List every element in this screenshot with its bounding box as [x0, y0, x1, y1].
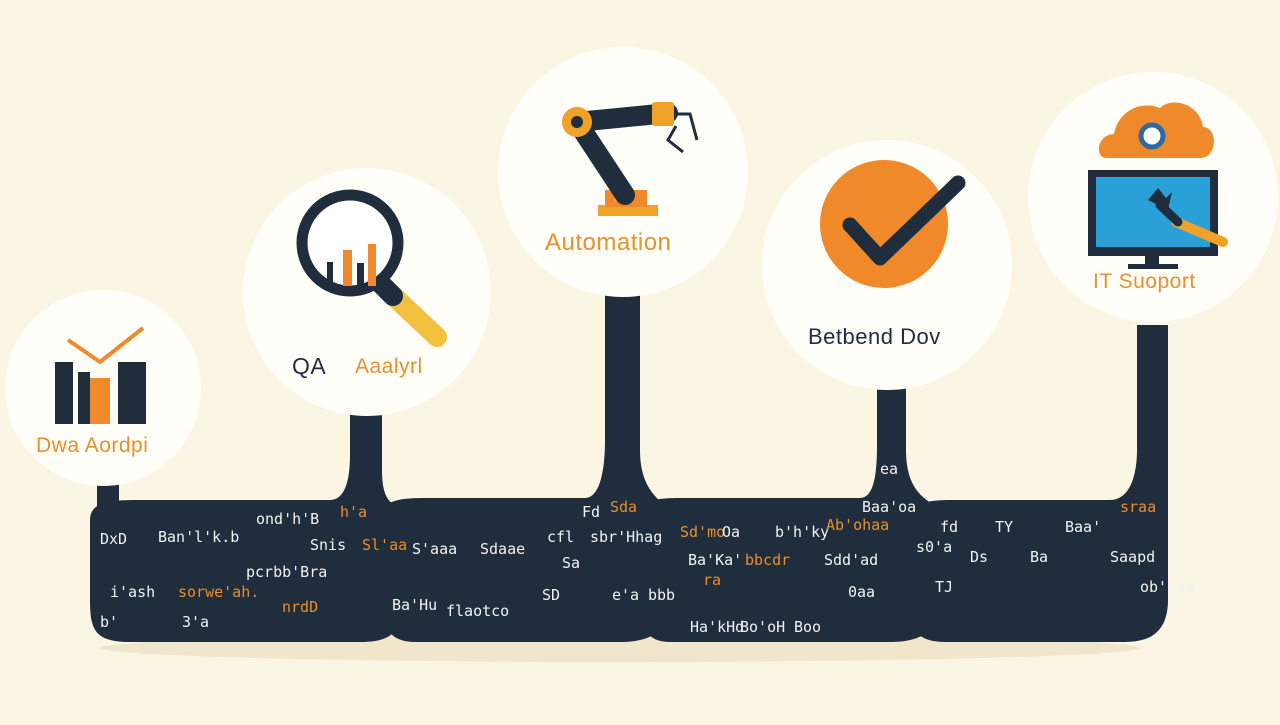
pipeline-glyph: i'ash [110, 583, 156, 601]
card-label-it-support: IT Suoport [1093, 270, 1196, 293]
pipeline-glyph: 0aa [848, 583, 876, 601]
bar-chart-trend-icon [55, 326, 146, 424]
pipeline-glyph: s0'a [916, 538, 953, 556]
checkmark-icon [820, 160, 966, 288]
pipeline [90, 292, 1168, 642]
card-label-qa-analyst: Aaalyrl [355, 355, 423, 378]
card-circle-automation [498, 47, 748, 297]
card-label-qa-analyst-prefix: QA [292, 353, 327, 379]
monitor-wrench-cloud-icon [1088, 102, 1228, 269]
pipeline-glyph: sbr'Hhag [590, 528, 663, 546]
pipeline-glyph: e'a [612, 586, 640, 604]
pipeline-glyph: Ba'Ka' [688, 551, 743, 569]
pipeline-glyph: flaotco [446, 602, 510, 620]
pipeline-glyph: b'h'ky [775, 523, 830, 541]
pipeline-glyph: Ha'kHd [690, 618, 745, 636]
pipeline-glyph: TJ [935, 578, 954, 596]
robotic-arm-icon [562, 102, 699, 216]
pipeline-glyph: b' [100, 613, 119, 631]
pipeline-glyph: Fd [582, 503, 601, 521]
pipeline-glyph: Ba'Hu [392, 596, 438, 614]
pipeline-glyph: Sdd'ad [824, 551, 879, 569]
magnifier-chart-icon [296, 189, 447, 347]
pipeline-glyph: Ba [1030, 548, 1049, 566]
pipeline-glyph: Sdaae [480, 540, 526, 558]
pipeline-glyph: Baa'oa [862, 498, 917, 516]
pipeline-segment-2 [380, 292, 670, 642]
pipeline-segment-3 [640, 385, 940, 642]
pipeline-glyph: Saapd [1110, 548, 1156, 566]
pipeline-segment-1 [90, 410, 409, 642]
pipeline-glyph: Sl'aa [362, 536, 408, 554]
pipeline-glyph: bbcdr [745, 551, 791, 569]
pipeline-glyph: sraa [1120, 498, 1157, 516]
pipeline-glyph: Boo [794, 618, 822, 636]
pipeline-glyph: sorwe'ah. [178, 583, 260, 601]
card-label-backend-dev: Betbend Dov [808, 324, 941, 349]
pipeline-glyph: Ab'ohaa [826, 516, 890, 534]
pipeline-glyph: cfl [547, 528, 575, 546]
pipeline-glyph: Baa' [1065, 518, 1102, 536]
pipeline-glyph: Sd'mo [680, 523, 726, 541]
pipeline-glyph: Oa [722, 523, 741, 541]
pipeline-glyph: nrdD [282, 598, 319, 616]
pipeline-glyph: fd [940, 518, 959, 536]
pipeline-glyph: bbb [648, 586, 676, 604]
pipeline-glyph: ob'aaa [1140, 578, 1195, 596]
pipeline-glyph: TY [995, 518, 1014, 536]
pipeline-glyph: Sa [562, 554, 581, 572]
card-label-automation: Automation [545, 229, 672, 256]
card-label-data-analyst: Dwa Aordpi [36, 434, 149, 457]
pipeline-glyph: Bo'oH [740, 618, 786, 636]
pipeline-glyph: Ban'l'k.b [158, 528, 240, 546]
pipeline-segment-4 [905, 325, 1168, 642]
pipeline-glyph: Sda [610, 498, 638, 516]
pipeline-glyph: Ds [970, 548, 989, 566]
pipeline-glyph: h'a [340, 503, 368, 521]
pipeline-glyph: S'aaa [412, 540, 458, 558]
pipeline-glyph: ra [703, 571, 722, 589]
pipeline-glyph: Snis [310, 536, 347, 554]
pipeline-glyph: 3'a [182, 613, 210, 631]
pipeline-glyph: ond'h'B [256, 510, 320, 528]
pipeline-glyph: pcrbb'Bra [246, 563, 328, 581]
pipeline-glyph: ea [880, 460, 899, 478]
pipeline-glyph: DxD [100, 530, 128, 548]
pipeline-glyph: SD [542, 586, 561, 604]
